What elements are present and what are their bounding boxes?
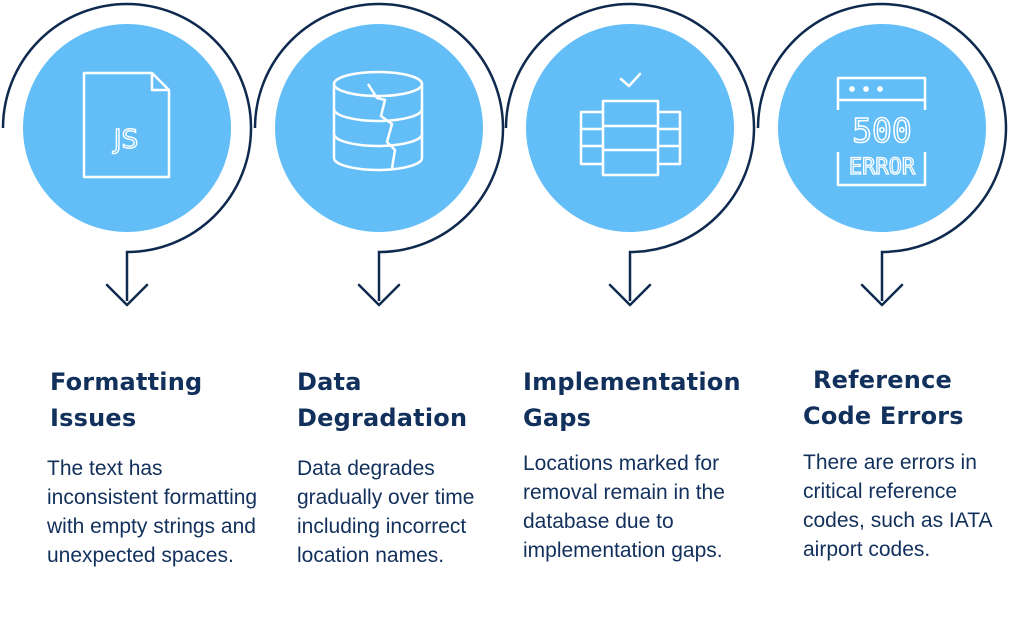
step-4-connector-arc xyxy=(756,2,1008,301)
step-4-description: There are errors in critical reference c… xyxy=(803,451,992,561)
step-1-title: Formatting Issues xyxy=(50,364,275,436)
step-1-title-line-2: Issues xyxy=(50,404,137,432)
step-1-description: The text has inconsistent formatting wit… xyxy=(47,457,258,567)
step-4-arrow-down-icon xyxy=(860,283,904,307)
javascript-file-icon-label: JS xyxy=(112,125,138,155)
step-3-arrow-down-icon xyxy=(608,283,652,307)
step-2-circle xyxy=(275,24,483,232)
step-1-title-line-1: Formatting xyxy=(50,368,203,396)
step-3-description: Locations marked for removal remain in t… xyxy=(523,452,725,562)
step-3-title: Implementation Gaps xyxy=(523,364,763,436)
step-3-title-line-1: Implementation xyxy=(523,368,741,396)
step-1-arrow-down-icon xyxy=(105,283,149,307)
step-2-title-line-1: Data xyxy=(297,368,362,396)
step-4-title-line-1: Reference xyxy=(813,366,952,394)
step-3-connector-arc xyxy=(504,2,756,301)
step-3-title-line-2: Gaps xyxy=(523,404,592,432)
step-2-title-line-2: Degradation xyxy=(297,404,468,432)
step-2-connector-arc xyxy=(253,2,505,301)
step-4-title: Reference Code Errors xyxy=(803,362,1018,434)
step-2-text: Data Degradation Data degrades gradually… xyxy=(297,364,507,570)
step-1-graphic: JS xyxy=(1,2,253,307)
step-3-graphic xyxy=(504,2,756,307)
browser-500-error-icon-code: 500 xyxy=(852,111,912,150)
step-4-graphic: 500 ERROR xyxy=(756,2,1008,307)
step-4-text: Reference Code Errors There are errors i… xyxy=(803,362,1018,564)
step-1-circle xyxy=(23,24,231,232)
step-1-text: Formatting Issues The text has inconsist… xyxy=(47,364,275,570)
step-2-title: Data Degradation xyxy=(297,364,507,436)
step-4-circle xyxy=(778,24,986,232)
step-3-text: Implementation Gaps Locations marked for… xyxy=(523,364,763,565)
browser-500-error-icon xyxy=(836,76,927,187)
step-1-connector-arc xyxy=(1,2,253,301)
server-checkmark-icon xyxy=(579,72,682,177)
step-2-graphic xyxy=(253,2,505,307)
cracked-database-icon xyxy=(332,70,424,172)
step-4-title-line-2: Code Errors xyxy=(803,402,964,430)
javascript-file-icon xyxy=(82,71,171,179)
step-2-arrow-down-icon xyxy=(357,283,401,307)
browser-500-error-icon-label: ERROR xyxy=(849,155,916,180)
step-2-description: Data degrades gradually over time includ… xyxy=(297,457,475,567)
step-3-circle xyxy=(526,24,734,232)
